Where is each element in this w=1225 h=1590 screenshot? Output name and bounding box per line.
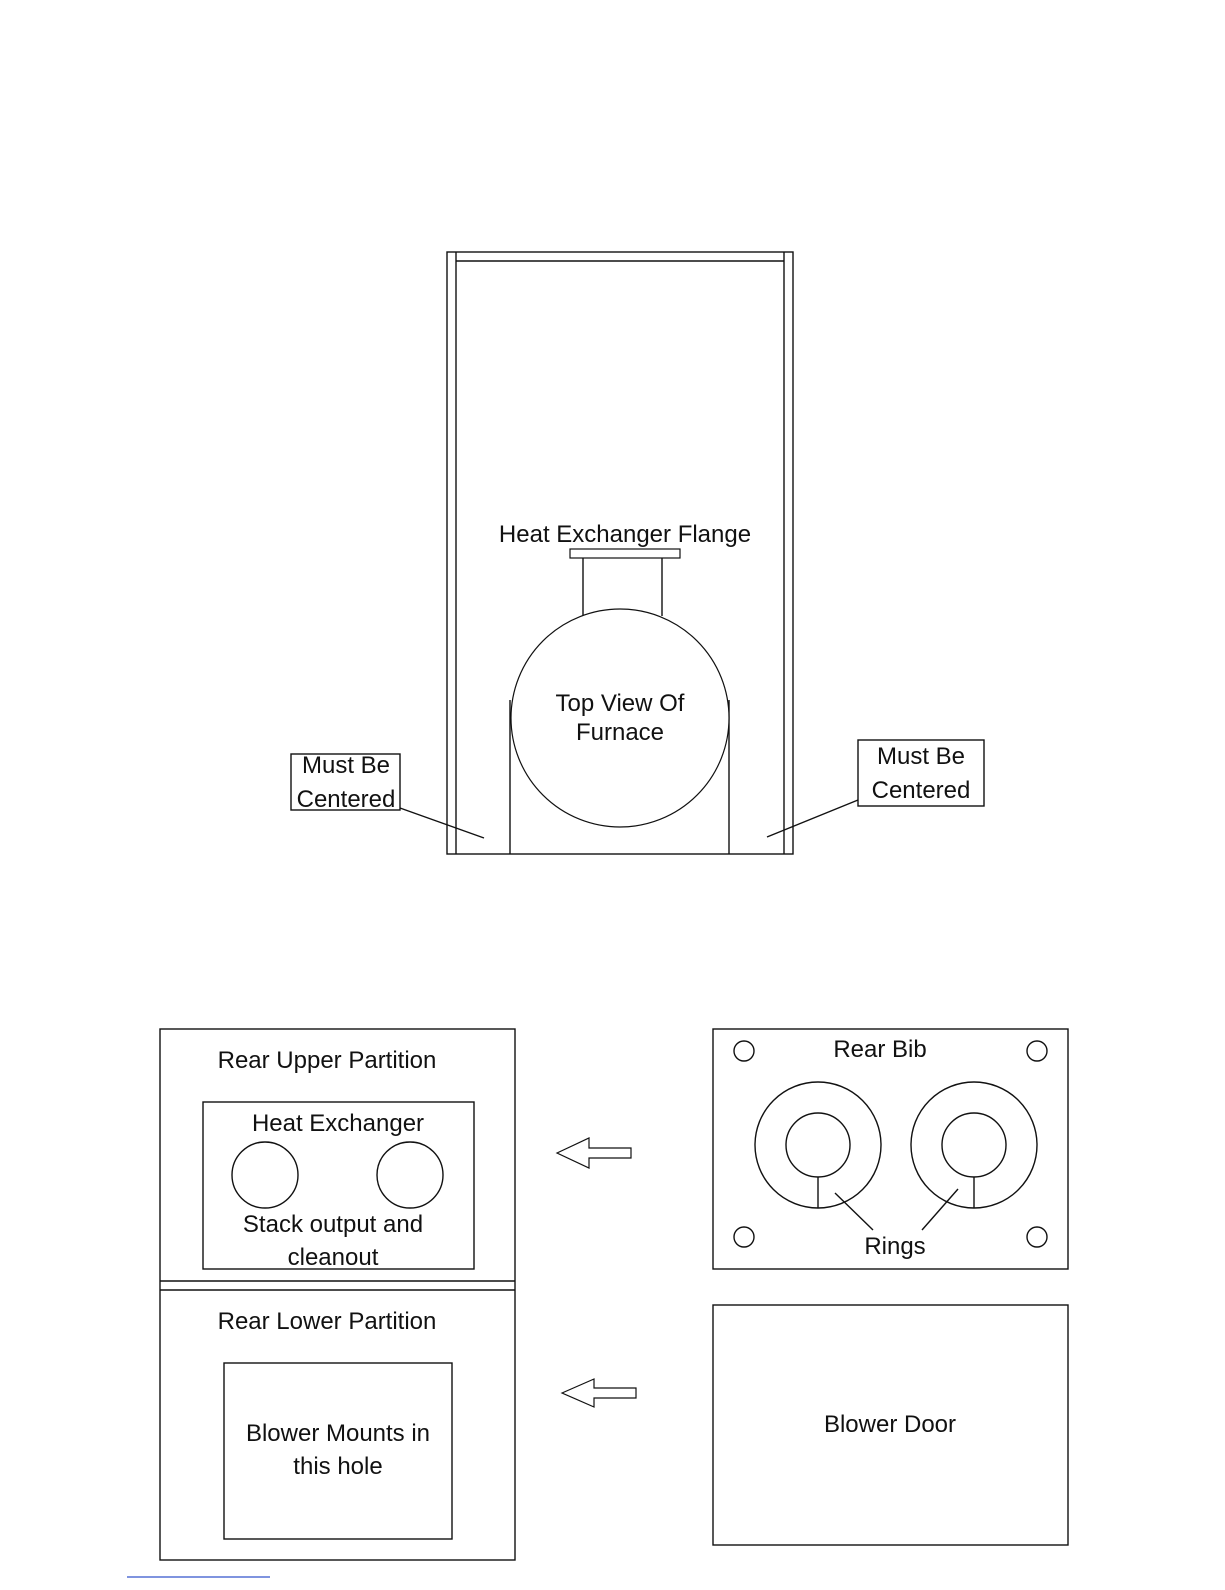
- bib-bolt-hole-bottom-left: [734, 1227, 754, 1247]
- left-note-leader: [400, 808, 484, 838]
- stack-caption-line2: cleanout: [288, 1244, 379, 1271]
- rear-partition-panel: Rear Upper Partition Heat Exchanger Stac…: [160, 1029, 515, 1560]
- bib-bolt-hole-top-right: [1027, 1041, 1047, 1061]
- rings-leader-right: [922, 1189, 958, 1230]
- arrow-left-icon: [562, 1379, 636, 1407]
- blower-hole-line1: Blower Mounts in: [246, 1420, 430, 1447]
- rear-bib-title: Rear Bib: [833, 1036, 926, 1063]
- furnace-top-view: Heat Exchanger Flange Top View Of Furnac…: [291, 252, 984, 854]
- blower-door-panel: Blower Door: [713, 1305, 1068, 1545]
- stack-output-hole-right: [377, 1142, 443, 1208]
- flange-label: Heat Exchanger Flange: [499, 521, 751, 548]
- left-note-line2: Centered: [297, 786, 396, 813]
- arrow-left-icon: [557, 1138, 631, 1168]
- bib-bolt-hole-bottom-right: [1027, 1227, 1047, 1247]
- right-note-line1: Must Be: [877, 743, 965, 770]
- ring-right-inner: [942, 1113, 1006, 1177]
- arrow-upper: [557, 1138, 631, 1168]
- furnace-circle: [511, 609, 729, 827]
- blower-door-label: Blower Door: [824, 1411, 956, 1438]
- blower-hole-box: [224, 1363, 452, 1539]
- stack-output-hole-left: [232, 1142, 298, 1208]
- rear-bib-panel: Rear Bib Rings: [713, 1029, 1068, 1269]
- rings-label: Rings: [864, 1233, 925, 1260]
- upper-partition-title: Rear Upper Partition: [218, 1047, 437, 1074]
- partition-outline: [160, 1029, 515, 1560]
- lower-partition-title: Rear Lower Partition: [218, 1308, 437, 1335]
- left-note-line1: Must Be: [302, 752, 390, 779]
- heat-exchanger-flange: [570, 549, 680, 558]
- arrow-lower: [562, 1379, 636, 1407]
- furnace-label-line2: Furnace: [576, 719, 664, 746]
- furnace-label-line1: Top View Of: [556, 690, 685, 717]
- right-note-leader: [767, 800, 858, 837]
- ring-left-inner: [786, 1113, 850, 1177]
- stack-caption-line1: Stack output and: [243, 1211, 423, 1238]
- heat-exchanger-title: Heat Exchanger: [252, 1110, 424, 1137]
- rings-leader-left: [835, 1193, 873, 1230]
- right-note-line2: Centered: [872, 777, 971, 804]
- blower-hole-line2: this hole: [293, 1453, 382, 1480]
- bib-bolt-hole-top-left: [734, 1041, 754, 1061]
